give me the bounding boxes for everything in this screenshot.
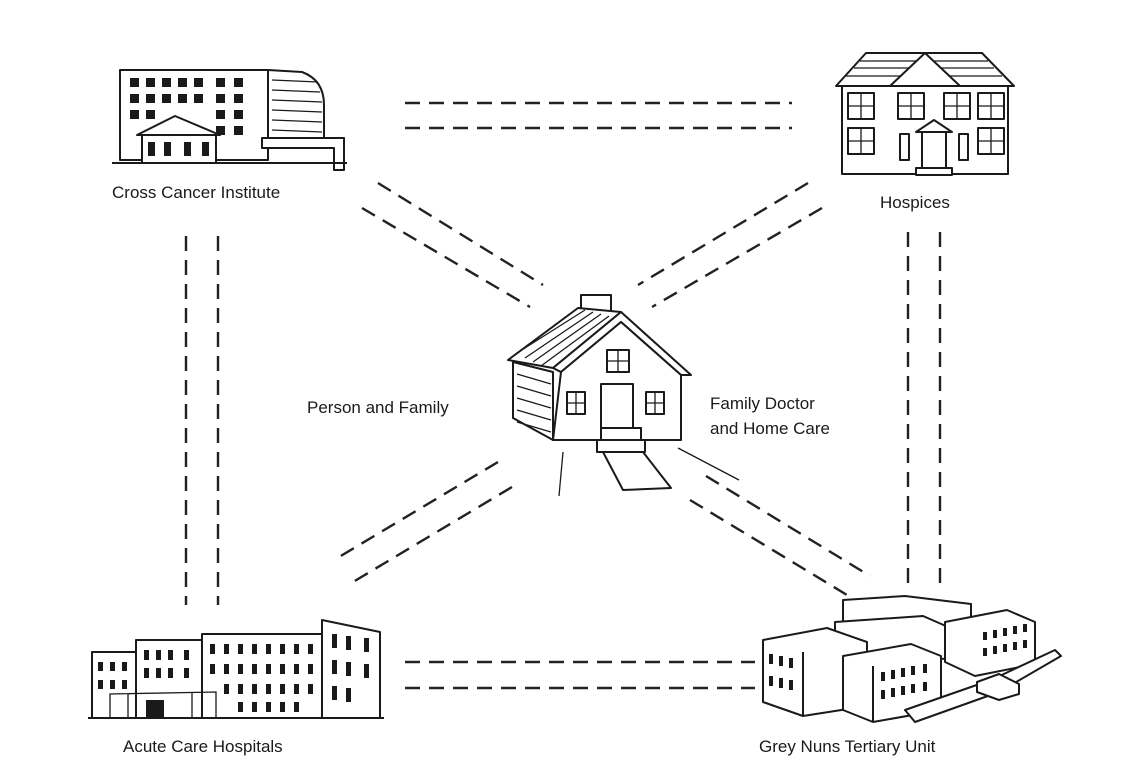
hospital-block-icon <box>88 619 384 719</box>
node-hospices <box>832 48 1017 180</box>
label-grey-nuns-tertiary-unit: Grey Nuns Tertiary Unit <box>759 737 936 756</box>
connector-home-hospices <box>637 181 823 309</box>
house-two-storey-icon <box>835 52 1015 176</box>
label-family-doctor: Family Doctor <box>710 394 815 413</box>
connector-home-cross-cancer <box>361 181 544 309</box>
label-cross-cancer-institute: Cross Cancer Institute <box>112 183 281 202</box>
connector-hospices-grey-nuns <box>906 232 942 586</box>
label-hospices: Hospices <box>880 193 950 212</box>
connector-cross-cancer-acute-care <box>184 236 220 605</box>
hospital-complex-icon <box>762 595 1062 723</box>
home-icon <box>507 294 740 497</box>
connector-home-grey-nuns <box>689 474 871 600</box>
label-acute-care-hospitals: Acute Care Hospitals <box>123 737 283 756</box>
node-cross-cancer-institute <box>112 60 357 175</box>
node-home <box>503 290 740 497</box>
connector-home-acute-care <box>333 460 513 587</box>
connector-acute-care-grey-nuns <box>405 660 755 690</box>
label-person-and-family: Person and Family <box>307 398 449 417</box>
connector-cross-cancer-hospices <box>405 101 792 130</box>
node-acute-care-hospitals <box>88 612 388 724</box>
hospital-tower-icon <box>112 69 347 171</box>
node-grey-nuns-tertiary-unit <box>755 592 1065 728</box>
label-home-care: and Home Care <box>710 419 831 438</box>
